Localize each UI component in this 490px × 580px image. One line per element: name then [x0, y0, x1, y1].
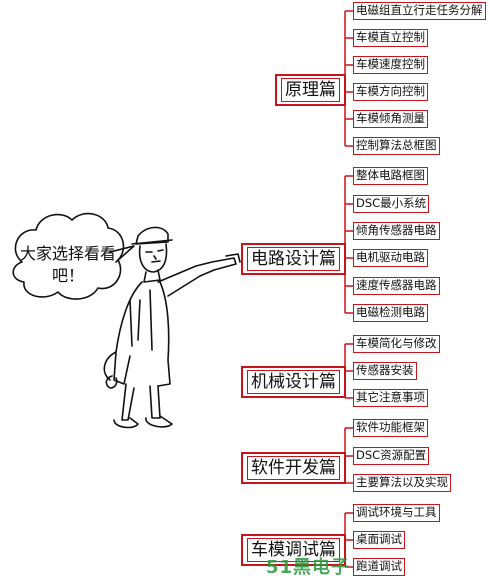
category-label: 机械设计篇: [247, 370, 340, 394]
speech-bubble-text: 大家选择看看吧！: [20, 244, 117, 285]
leaf-item[interactable]: DSC最小系统: [353, 195, 430, 213]
leaf-item[interactable]: 电磁组直立行走任务分解: [353, 2, 486, 20]
leaf-item[interactable]: 主要算法以及实现: [353, 474, 451, 492]
leaf-item[interactable]: 电机驱动电路: [353, 249, 428, 267]
category-software-dev[interactable]: 软件开发篇: [241, 452, 346, 484]
leaf-item[interactable]: 速度传感器电路: [353, 277, 440, 295]
leaf-item[interactable]: 软件功能框架: [353, 419, 428, 437]
category-principles[interactable]: 原理篇: [275, 74, 346, 106]
leaf-item[interactable]: 传感器安装: [353, 362, 417, 380]
category-vehicle-debug[interactable]: 车模调试篇: [241, 534, 346, 566]
leaf-item[interactable]: 车模方向控制: [353, 83, 428, 101]
leaf-item[interactable]: 其它注意事项: [353, 389, 428, 407]
category-label: 车模调试篇: [247, 538, 340, 562]
leaf-item[interactable]: 调试环境与工具: [353, 504, 440, 522]
leaf-item[interactable]: 桌面调试: [353, 531, 405, 549]
leaf-item[interactable]: 车模直立控制: [353, 29, 428, 47]
leaf-item[interactable]: 车模简化与修改: [353, 335, 440, 353]
leaf-item[interactable]: 倾角传感器电路: [353, 222, 440, 240]
category-mechanical-design[interactable]: 机械设计篇: [241, 366, 346, 398]
leaf-item[interactable]: DSC资源配置: [353, 447, 430, 465]
watermark-logo: 51黑电子: [266, 557, 351, 578]
leaf-item[interactable]: 电磁检测电路: [353, 304, 428, 322]
leaf-item[interactable]: 跑道调试: [353, 558, 405, 576]
leaf-item[interactable]: 控制算法总框图: [353, 137, 440, 155]
category-label: 原理篇: [281, 78, 340, 102]
category-label: 软件开发篇: [247, 456, 340, 480]
leaf-item[interactable]: 车模倾角测量: [353, 110, 428, 128]
category-circuit-design[interactable]: 电路设计篇: [241, 243, 346, 275]
leaf-item[interactable]: 整体电路框图: [353, 167, 428, 185]
leaf-item[interactable]: 车模速度控制: [353, 56, 428, 74]
category-label: 电路设计篇: [247, 247, 340, 271]
